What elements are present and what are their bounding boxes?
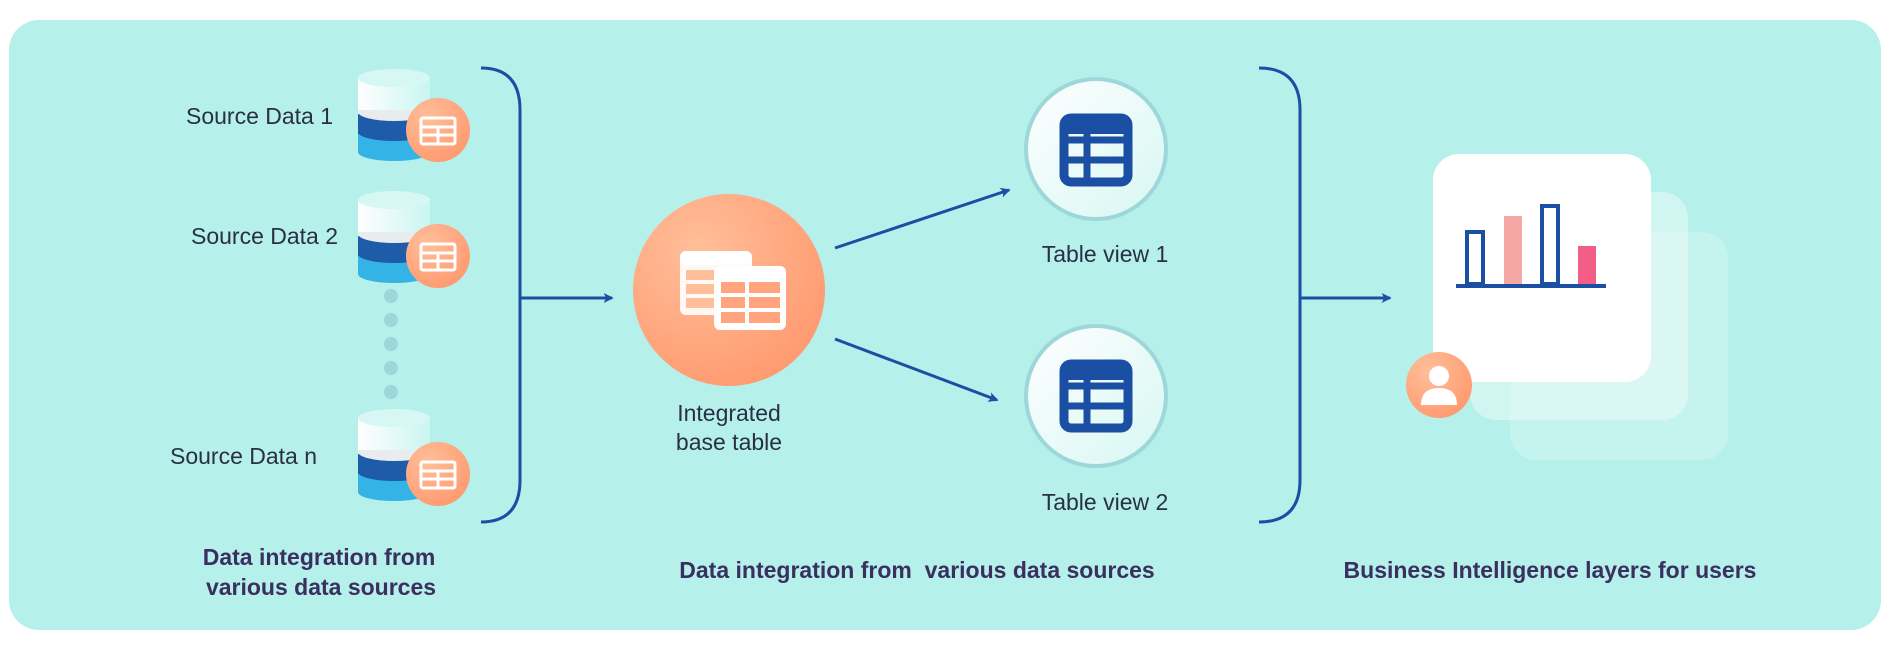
integrated-label-line1: Integrated: [677, 400, 781, 426]
source-label-1: Source Data 1: [186, 103, 333, 129]
integrated-label-line2: base table: [676, 429, 782, 455]
table-view-1: Table view 1: [1024, 77, 1169, 267]
arrow-to-view-1: [834, 187, 1011, 250]
caption-middle: Data integration from various data sourc…: [679, 557, 1154, 583]
user-icon: [1406, 352, 1472, 418]
caption-left-line2: various data sources: [206, 574, 436, 600]
ellipsis-dots: [384, 289, 398, 399]
caption-right: Business Intelligence layers for users: [1344, 557, 1757, 583]
integrated-base-table: Integrated base table: [633, 194, 825, 455]
background-panel: [9, 20, 1881, 630]
right-bracket: [1258, 66, 1302, 524]
table-icon: [406, 224, 470, 288]
left-bracket: [480, 66, 522, 524]
table-icon: [406, 442, 470, 506]
bi-layers: [1406, 154, 1728, 460]
table-icon: [406, 98, 470, 162]
source-item-n: Source Data n: [170, 409, 470, 506]
arrow-to-view-2: [834, 337, 999, 402]
source-label-n: Source Data n: [170, 443, 317, 469]
view-label-1: Table view 1: [1042, 241, 1169, 267]
source-label-2: Source Data 2: [191, 223, 338, 249]
database-icon: [358, 409, 430, 501]
grid-table-icon: [1059, 359, 1133, 433]
bar-chart-icon: [1456, 204, 1606, 288]
table-stack-icon: [680, 251, 786, 330]
view-label-2: Table view 2: [1042, 489, 1169, 515]
grid-table-icon: [1059, 113, 1133, 187]
source-item-2: Source Data 2: [191, 191, 470, 288]
caption-left-line1: Data integration from: [203, 544, 436, 570]
source-item-1: Source Data 1: [186, 69, 470, 162]
table-view-2: Table view 2: [1024, 324, 1169, 515]
